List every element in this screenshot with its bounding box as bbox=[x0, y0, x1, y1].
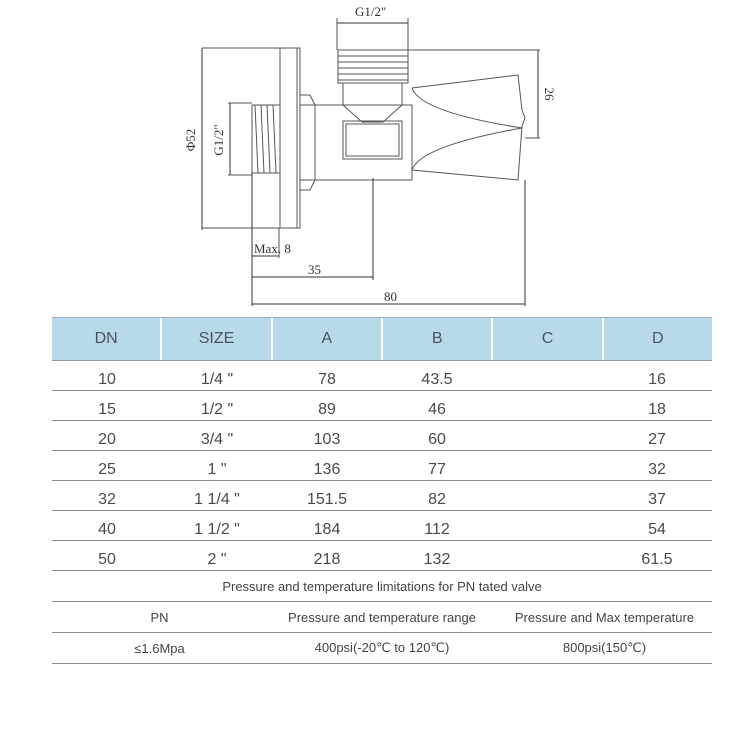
pressure-value-row: ≤1.6Mpa 400psi(-20℃ to 120℃) 800psi(150℃… bbox=[52, 633, 712, 664]
cell-b: 112 bbox=[424, 521, 450, 538]
cell-c bbox=[492, 361, 602, 390]
cell-d: 54 bbox=[648, 521, 666, 538]
cell-dn: 25 bbox=[98, 461, 116, 478]
header-a: A bbox=[273, 318, 383, 360]
cell-size: 1 " bbox=[207, 461, 227, 478]
cell-dn: 32 bbox=[98, 491, 116, 508]
cell-d: 32 bbox=[648, 461, 666, 478]
valve-technical-drawing: G1/2" Φ52 G1/2" 26 Max. 8 35 80 bbox=[0, 0, 750, 315]
cell-d: 16 bbox=[648, 371, 666, 388]
cell-d: 61.5 bbox=[641, 551, 673, 568]
pressure-title: Pressure and temperature limitations for… bbox=[52, 571, 712, 602]
pressure-value-max: 800psi(150℃) bbox=[562, 640, 647, 655]
cell-b: 60 bbox=[428, 431, 446, 448]
cell-a: 218 bbox=[313, 551, 341, 568]
cell-b: 82 bbox=[428, 491, 446, 508]
cell-a: 89 bbox=[318, 401, 336, 418]
cell-size: 2 " bbox=[207, 551, 227, 568]
cell-d: 18 bbox=[648, 401, 666, 418]
cell-size: 1 1/4 " bbox=[194, 491, 240, 508]
header-size: SIZE bbox=[162, 318, 273, 360]
cell-c bbox=[492, 541, 602, 570]
pressure-header-pn: PN bbox=[150, 609, 169, 625]
pressure-header-max: Pressure and Max temperature bbox=[514, 609, 695, 625]
cell-size: 1/2 " bbox=[200, 401, 234, 418]
cell-size: 3/4 " bbox=[200, 431, 234, 448]
header-b: B bbox=[383, 318, 494, 360]
table-row: 25 1 " 136 77 32 bbox=[52, 451, 712, 481]
cell-dn: 20 bbox=[98, 431, 116, 448]
cell-c bbox=[492, 451, 602, 480]
cell-a: 103 bbox=[313, 431, 341, 448]
cell-dn: 15 bbox=[98, 401, 116, 418]
cell-size: 1 1/2 " bbox=[194, 521, 240, 538]
header-dn: DN bbox=[52, 318, 163, 360]
cell-a: 184 bbox=[313, 521, 341, 538]
cell-dn: 40 bbox=[98, 521, 116, 538]
cell-d: 37 bbox=[648, 491, 666, 508]
pressure-header-range: Pressure and temperature range bbox=[288, 609, 476, 625]
cell-dn: 10 bbox=[98, 371, 116, 388]
cell-b: 43.5 bbox=[421, 371, 453, 388]
cell-c bbox=[492, 511, 602, 540]
pressure-value-range: 400psi(-20℃ to 120℃) bbox=[314, 640, 450, 655]
header-d: D bbox=[652, 330, 664, 347]
cell-size: 1/4 " bbox=[200, 371, 234, 388]
cell-c bbox=[492, 391, 602, 420]
cell-d: 27 bbox=[648, 431, 666, 448]
cell-a: 78 bbox=[318, 371, 336, 388]
pressure-value-pn: ≤1.6Mpa bbox=[134, 640, 185, 656]
table-row: 32 1 1/4 " 151.5 82 37 bbox=[52, 481, 712, 511]
cell-c bbox=[492, 481, 602, 510]
cell-c bbox=[492, 421, 602, 450]
table-row: 20 3/4 " 103 60 27 bbox=[52, 421, 712, 451]
cell-dn: 50 bbox=[98, 551, 116, 568]
dimension-table: DN SIZE A B C D 10 1/4 " 78 43.5 16 15 1… bbox=[52, 317, 712, 664]
table-row: 50 2 " 218 132 61.5 bbox=[52, 541, 712, 571]
table-header: DN SIZE A B C D bbox=[52, 317, 712, 361]
pressure-header-row: PN Pressure and temperature range Pressu… bbox=[52, 602, 712, 633]
table-row: 15 1/2 " 89 46 18 bbox=[52, 391, 712, 421]
header-c: C bbox=[493, 318, 604, 360]
table-row: 10 1/4 " 78 43.5 16 bbox=[52, 361, 712, 391]
cell-b: 46 bbox=[428, 401, 446, 418]
cell-a: 151.5 bbox=[306, 491, 348, 508]
cell-a: 136 bbox=[313, 461, 341, 478]
table-row: 40 1 1/2 " 184 112 54 bbox=[52, 511, 712, 541]
cell-b: 132 bbox=[423, 551, 451, 568]
cell-b: 77 bbox=[428, 461, 446, 478]
